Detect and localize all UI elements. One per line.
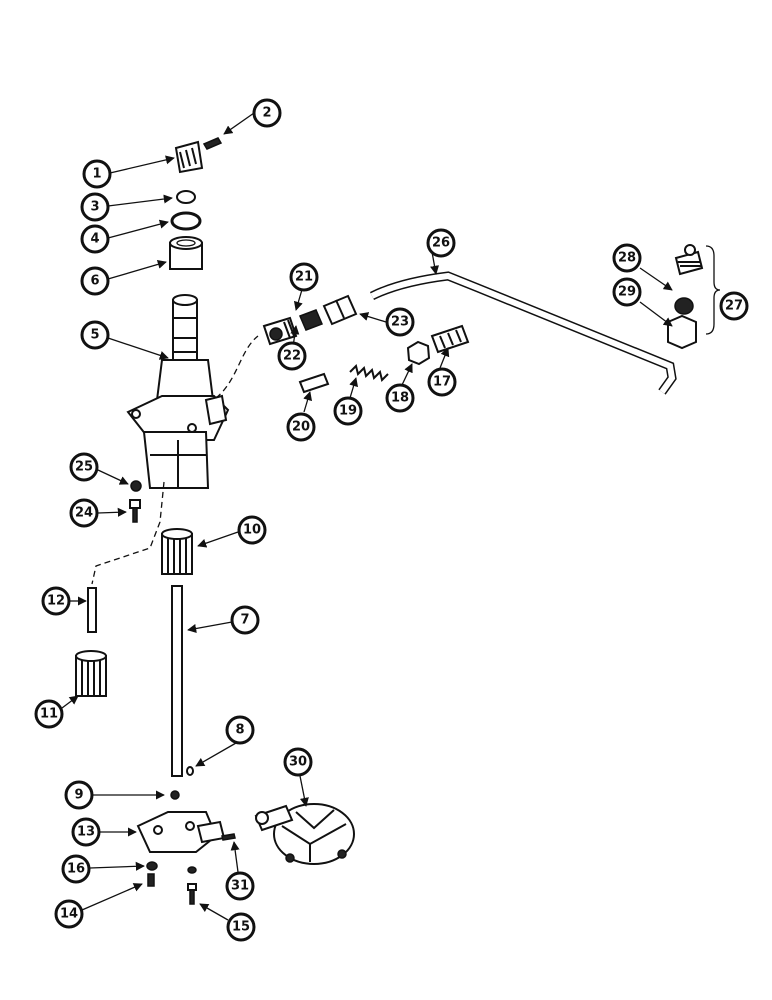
callout-4: 4 (80, 224, 110, 254)
callout-label: 1 (92, 167, 101, 182)
callout-label: 17 (433, 375, 451, 390)
callout-1: 1 (82, 159, 112, 189)
callout-label: 22 (283, 349, 301, 364)
callout-5: 5 (80, 320, 110, 350)
callout-label: 9 (74, 788, 83, 803)
callout-label: 11 (40, 707, 58, 722)
sleeve-part (674, 297, 694, 315)
callout-label: 26 (432, 236, 450, 251)
relief-valve-body-part (262, 316, 298, 346)
callout-label: 30 (289, 755, 307, 770)
callout-label: 27 (725, 299, 743, 314)
callout-21: 21 (289, 262, 319, 292)
callout-29: 29 (612, 277, 642, 307)
callout-18: 18 (385, 383, 415, 413)
cover-screw-long-part (187, 866, 197, 905)
upper-gear-part (161, 528, 193, 575)
callout-label: 7 (240, 613, 249, 628)
shaft-part (171, 585, 183, 777)
guide-line (215, 335, 259, 399)
callout-6: 6 (80, 266, 110, 296)
callout-10: 10 (237, 515, 267, 545)
cover-washer-part (146, 861, 158, 871)
lock-nut-part (406, 340, 431, 366)
adjusting-screw-part (430, 324, 470, 354)
callout-label: 3 (90, 200, 99, 215)
callout-17: 17 (427, 367, 457, 397)
callout-23: 23 (385, 307, 415, 337)
callout-label: 2 (262, 106, 271, 121)
tube-nut-part (667, 314, 697, 350)
callout-label: 21 (295, 270, 313, 285)
guide-line (91, 481, 165, 585)
callout-label: 14 (60, 907, 78, 922)
callout-15: 15 (226, 912, 256, 942)
key-part (186, 766, 194, 776)
callout-27: 27 (719, 291, 749, 321)
bushing-part (169, 236, 203, 270)
washer-part (176, 190, 196, 204)
callout-label: 25 (75, 460, 93, 475)
callout-2: 2 (252, 98, 282, 128)
seat-part (299, 309, 323, 331)
callout-label: 8 (235, 723, 244, 738)
callout-label: 23 (391, 315, 409, 330)
callout-31: 31 (225, 871, 255, 901)
callout-14: 14 (54, 899, 84, 929)
callout-label: 31 (231, 879, 249, 894)
callout-label: 19 (339, 404, 357, 419)
callout-label: 24 (75, 506, 93, 521)
ball-part (170, 790, 180, 800)
oil-strainer-part (254, 803, 355, 865)
callout-9: 9 (64, 780, 94, 810)
callout-16: 16 (61, 854, 91, 884)
cover-pin-part (221, 833, 236, 841)
spring-part (349, 364, 389, 382)
callout-22: 22 (277, 341, 307, 371)
idler-gear-part (75, 650, 107, 697)
cover-screw-short-part (147, 873, 155, 887)
bolt-part (129, 499, 141, 523)
plunger-part (298, 372, 330, 394)
o-ring-part (170, 211, 202, 231)
callout-label: 12 (47, 594, 65, 609)
leader-lines (61, 112, 673, 921)
callout-8: 8 (225, 715, 255, 745)
callout-11: 11 (34, 699, 64, 729)
callout-12: 12 (41, 586, 71, 616)
callout-label: 16 (67, 862, 85, 877)
callout-label: 20 (292, 420, 310, 435)
callout-25: 25 (69, 452, 99, 482)
valve-nut-part (322, 294, 358, 326)
callout-label: 4 (90, 232, 99, 247)
callout-28: 28 (612, 243, 642, 273)
pump-body-part (126, 294, 230, 489)
callout-label: 15 (232, 920, 250, 935)
pin-part (202, 137, 223, 150)
idler-shaft-part (87, 587, 97, 633)
fitting-part (674, 244, 704, 276)
callout-13: 13 (71, 817, 101, 847)
callout-label: 29 (618, 285, 636, 300)
pump-cover-part (136, 811, 226, 853)
callout-30: 30 (283, 747, 313, 777)
callout-label: 6 (90, 274, 99, 289)
callout-label: 28 (618, 251, 636, 266)
callout-24: 24 (69, 498, 99, 528)
lock-washer-part (130, 480, 142, 492)
callout-3: 3 (80, 192, 110, 222)
callout-20: 20 (286, 412, 316, 442)
callout-label: 5 (90, 328, 99, 343)
drive-gear-part (174, 140, 204, 174)
callout-label: 18 (391, 391, 409, 406)
callout-label: 13 (77, 825, 95, 840)
callout-7: 7 (230, 605, 260, 635)
callout-26: 26 (426, 228, 456, 258)
callout-19: 19 (333, 396, 363, 426)
callout-label: 10 (243, 523, 261, 538)
